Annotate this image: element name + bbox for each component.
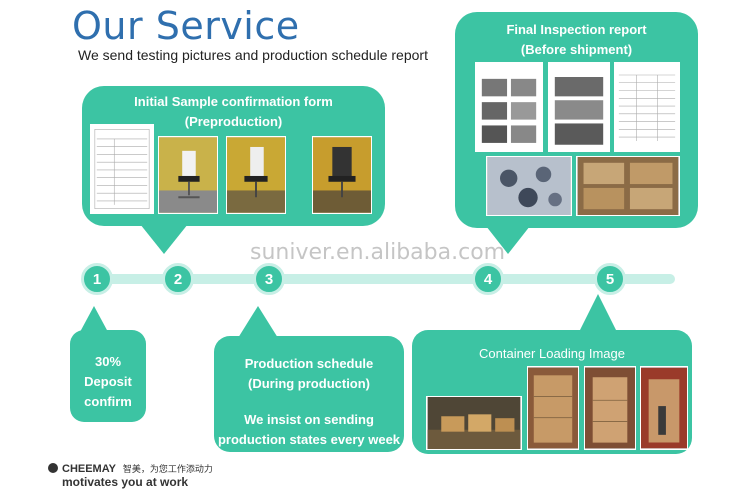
final-inspection-title: Final Inspection report — [506, 22, 647, 37]
final-inspection-subtitle: (Before shipment) — [520, 42, 633, 57]
production-line-2: (During production) — [247, 376, 371, 391]
initial-sample-title: Initial Sample confirmation form — [134, 94, 333, 109]
production-line-1: Production schedule — [244, 356, 374, 371]
brand-name: CHEEMAY — [62, 463, 116, 475]
page-title: Our Service — [72, 4, 300, 48]
container-interior-photo-2 — [584, 366, 636, 450]
footer-brand: CHEEMAY 智美，为您工作添动力 — [48, 462, 213, 475]
container-tail — [578, 294, 618, 334]
deposit-line-1: 30% — [94, 354, 122, 369]
sample-chair-photo-3 — [312, 136, 372, 214]
deposit-bubble: 30% Deposit confirm — [70, 330, 146, 422]
sample-form-document — [90, 124, 154, 214]
initial-sample-tail — [140, 224, 188, 254]
initial-sample-subtitle: (Preproduction) — [184, 114, 283, 129]
timeline-step-5: 5 — [594, 263, 626, 295]
container-warehouse-photo — [426, 396, 522, 450]
footer-tagline: motivates you at work — [62, 475, 189, 489]
inspection-report-page-3 — [614, 62, 680, 152]
container-loading-title: Container Loading Image — [479, 346, 625, 361]
production-tail — [238, 306, 278, 338]
timeline-step-1: 1 — [81, 263, 113, 295]
inspection-parts-photo — [486, 156, 572, 216]
timeline-step-3: 3 — [253, 263, 285, 295]
deposit-line-2: Deposit — [84, 374, 132, 389]
final-inspection-tail — [486, 226, 530, 254]
sample-chair-photo-1 — [158, 136, 218, 214]
brand-chinese: 智美，为您工作添动力 — [122, 464, 213, 474]
sample-chair-photo-2 — [226, 136, 286, 214]
watermark: suniver.en.alibaba.com — [250, 240, 506, 265]
inspection-report-page-1 — [475, 62, 543, 152]
deposit-tail — [80, 306, 108, 332]
timeline-step-4: 4 — [472, 263, 504, 295]
page-subtitle: We send testing pictures and production … — [78, 47, 428, 63]
production-line-3: We insist on sending — [244, 412, 374, 427]
deposit-line-3: confirm — [84, 394, 132, 409]
timeline-bar — [95, 274, 675, 284]
timeline-step-2: 2 — [162, 263, 194, 295]
container-interior-photo-3 — [640, 366, 688, 450]
inspection-report-page-2 — [548, 62, 610, 152]
production-schedule-bubble: Production schedule (During production) … — [214, 336, 404, 452]
production-line-4: production states every week — [217, 432, 401, 447]
inspection-boxes-photo — [576, 156, 680, 216]
brand-logo-icon — [48, 463, 58, 473]
container-interior-photo-1 — [527, 366, 579, 450]
